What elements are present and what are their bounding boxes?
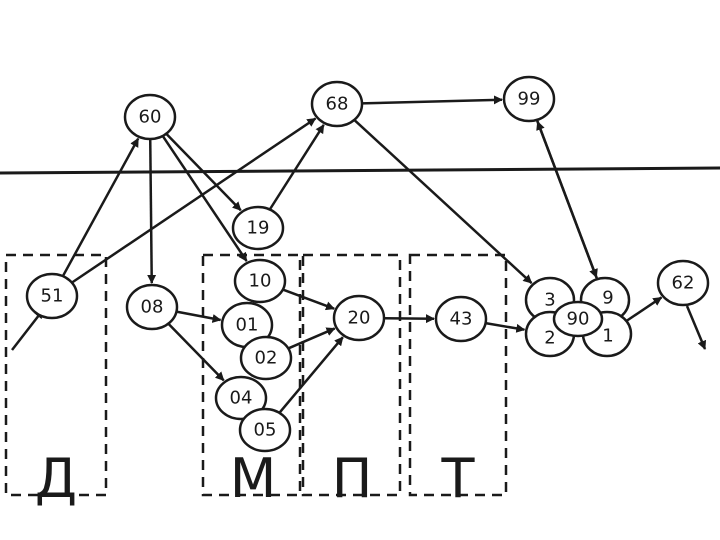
node-68-label: 68 xyxy=(326,94,349,115)
cluster-center-label: 90 xyxy=(567,309,590,330)
entry-arrow xyxy=(11,309,44,351)
node-51-ellipse xyxy=(25,272,79,320)
node-62: 62 xyxy=(656,259,710,307)
node-04-label: 04 xyxy=(230,388,253,409)
node-62-label: 62 xyxy=(672,273,695,294)
node-19: 19 xyxy=(231,205,285,251)
edge-43-to-2 xyxy=(485,321,526,333)
exit-arrow xyxy=(685,305,707,350)
node-68-ellipse xyxy=(310,80,364,128)
node-43-ellipse xyxy=(434,295,488,343)
node-99-ellipse xyxy=(502,75,556,123)
zone-box-m xyxy=(201,253,302,497)
edge-10-to-20 xyxy=(282,288,335,311)
edge-05-to-20 xyxy=(278,336,344,414)
edge-51-to-60 xyxy=(61,137,140,277)
node-68: 68 xyxy=(310,80,364,128)
edge-1-to-62 xyxy=(625,296,663,323)
node-05-label: 05 xyxy=(254,420,277,441)
cluster-petal-2-label: 2 xyxy=(544,328,555,349)
node-01-label: 01 xyxy=(236,315,259,336)
node-60-label: 60 xyxy=(139,107,162,128)
edge-51-to-68 xyxy=(71,117,317,284)
node-05: 05 xyxy=(238,407,292,453)
node-20-label: 20 xyxy=(348,308,371,329)
cluster-petal-3-label: 3 xyxy=(544,290,555,311)
cluster-petal-9-label: 9 xyxy=(602,288,613,309)
node-08-label: 08 xyxy=(141,297,164,318)
node-99: 99 xyxy=(502,75,556,123)
node-02-ellipse xyxy=(239,335,293,381)
edge-9-to-99 xyxy=(536,120,599,280)
node-05-ellipse xyxy=(238,407,292,453)
node-99-label: 99 xyxy=(518,89,541,110)
boundary-line xyxy=(0,166,720,175)
node-04: 04 xyxy=(214,375,268,421)
edge-60-to-19 xyxy=(165,132,242,212)
zone-label-p: П xyxy=(332,447,373,510)
node-10: 10 xyxy=(233,258,287,304)
zone-label-m: М xyxy=(230,447,277,510)
node-43-label: 43 xyxy=(450,309,473,330)
node-01: 01 xyxy=(220,301,274,349)
node-20-ellipse xyxy=(332,294,386,342)
edge-68-to-99 xyxy=(361,95,503,105)
edge-layer xyxy=(61,95,663,414)
node-51-label: 51 xyxy=(41,286,64,307)
cluster-90: 3 9 2 1 90 xyxy=(524,276,633,358)
node-10-ellipse xyxy=(233,258,287,304)
node-51: 51 xyxy=(25,272,79,320)
cluster-center xyxy=(552,300,604,338)
node-19-ellipse xyxy=(231,205,285,251)
node-08: 08 xyxy=(125,283,179,331)
node-60: 60 xyxy=(123,93,177,141)
node-04-ellipse xyxy=(214,375,268,421)
edge-02-to-20 xyxy=(287,327,336,350)
zone-box-t xyxy=(408,253,508,497)
node-08-ellipse xyxy=(125,283,179,331)
node-20: 20 xyxy=(332,294,386,342)
cluster-petal-1-label: 1 xyxy=(602,326,613,347)
zone-label-d: Д xyxy=(35,447,77,510)
edge-60-to-10 xyxy=(161,135,248,262)
zone-label-t: Т xyxy=(441,447,476,510)
node-60-ellipse xyxy=(123,93,177,141)
node-02: 02 xyxy=(239,335,293,381)
edge-08-to-04 xyxy=(167,322,225,382)
node-10-label: 10 xyxy=(249,271,272,292)
node-62-ellipse xyxy=(656,259,710,307)
node-43: 43 xyxy=(434,295,488,343)
edge-68-to-3 xyxy=(353,118,533,284)
edge-08-to-01 xyxy=(176,310,222,323)
node-02-label: 02 xyxy=(255,348,278,369)
edge-19-to-68 xyxy=(268,124,325,211)
zone-box-p xyxy=(301,253,402,497)
edge-60-to-08 xyxy=(147,138,157,284)
node-19-label: 19 xyxy=(247,218,270,239)
